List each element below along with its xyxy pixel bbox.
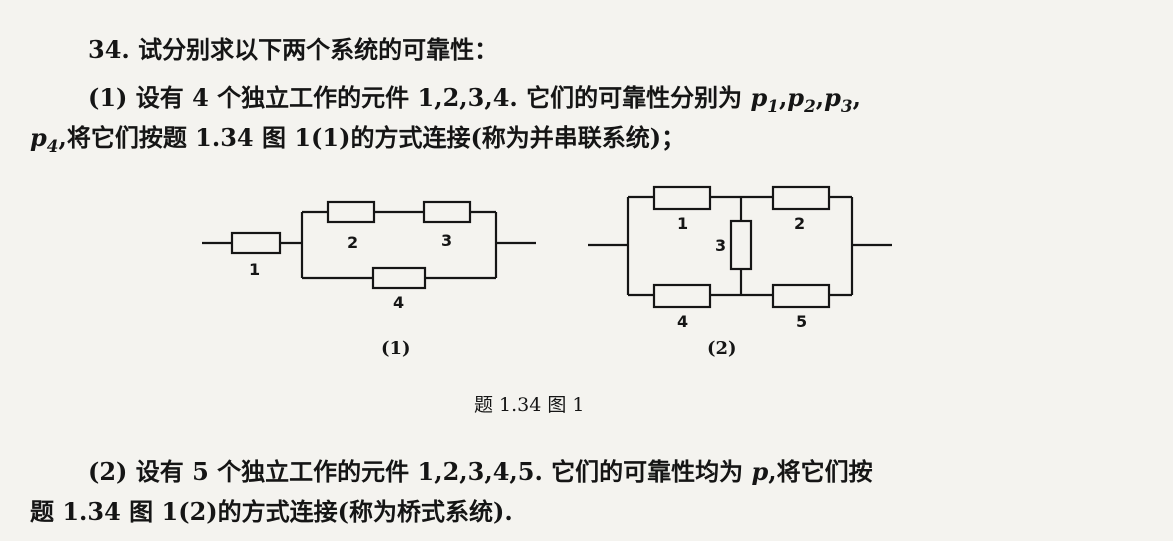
part1-text-a: (1) 设有 4 个独立工作的元件 1,2,3,4. 它们的可靠性分别为 [88, 83, 751, 112]
label-c2-5: 5 [796, 312, 807, 331]
var-p4: p4 [30, 123, 59, 156]
part2-text-b: ,将它们按 [768, 457, 873, 486]
problem-intro: 试分别求以下两个系统的可靠性： [138, 35, 499, 64]
component-1 [230, 231, 282, 255]
component-b5 [771, 283, 831, 309]
part1-line2: p4,将它们按题 1.34 图 1(1)的方式连接(称为并串联系统)； [30, 123, 686, 156]
subfigure-2-label: (2) [707, 338, 737, 359]
problem-heading: 34. 试分别求以下两个系统的可靠性： [88, 30, 498, 65]
component-2 [326, 200, 376, 224]
component-4 [371, 266, 427, 290]
var-p: p [751, 457, 769, 486]
label-c2-2: 2 [794, 214, 805, 233]
label-c2-4: 4 [677, 312, 688, 331]
label-c1-2: 2 [347, 233, 358, 252]
label-c2-3: 3 [715, 236, 726, 255]
component-b2 [771, 185, 831, 211]
circuit-1-parallel-series [202, 200, 536, 290]
label-c1-3: 3 [441, 231, 452, 250]
part2-text-a: (2) 设有 5 个独立工作的元件 1,2,3,4,5. 它们的可靠性均为 [88, 457, 752, 486]
component-b1 [652, 185, 712, 211]
label-c1-4: 4 [393, 293, 404, 312]
var-p1: p1 [750, 83, 779, 116]
subfigure-1-label: (1) [381, 338, 411, 359]
component-b3 [729, 219, 753, 271]
part1-line1: (1) 设有 4 个独立工作的元件 1,2,3,4. 它们的可靠性分别为 p1,… [88, 83, 861, 116]
problem-number: 34. [88, 35, 130, 64]
part1-text-b: 将它们按题 1.34 图 1(1)的方式连接(称为并串联系统)； [66, 123, 686, 152]
component-3 [422, 200, 472, 224]
label-c1-1: 1 [249, 260, 260, 279]
label-c2-1: 1 [677, 214, 688, 233]
component-b4 [652, 283, 712, 309]
part2-text-c: 题 1.34 图 1(2)的方式连接(称为桥式系统). [30, 497, 513, 526]
var-p3: p3 [824, 83, 853, 116]
part2-line1: (2) 设有 5 个独立工作的元件 1,2,3,4,5. 它们的可靠性均为 p,… [88, 452, 873, 487]
var-p2: p2 [787, 83, 816, 116]
circuit-2-bridge [588, 185, 892, 309]
part2-line2: 题 1.34 图 1(2)的方式连接(称为桥式系统). [30, 492, 513, 527]
figure-caption: 题 1.34 图 1 [474, 394, 585, 416]
